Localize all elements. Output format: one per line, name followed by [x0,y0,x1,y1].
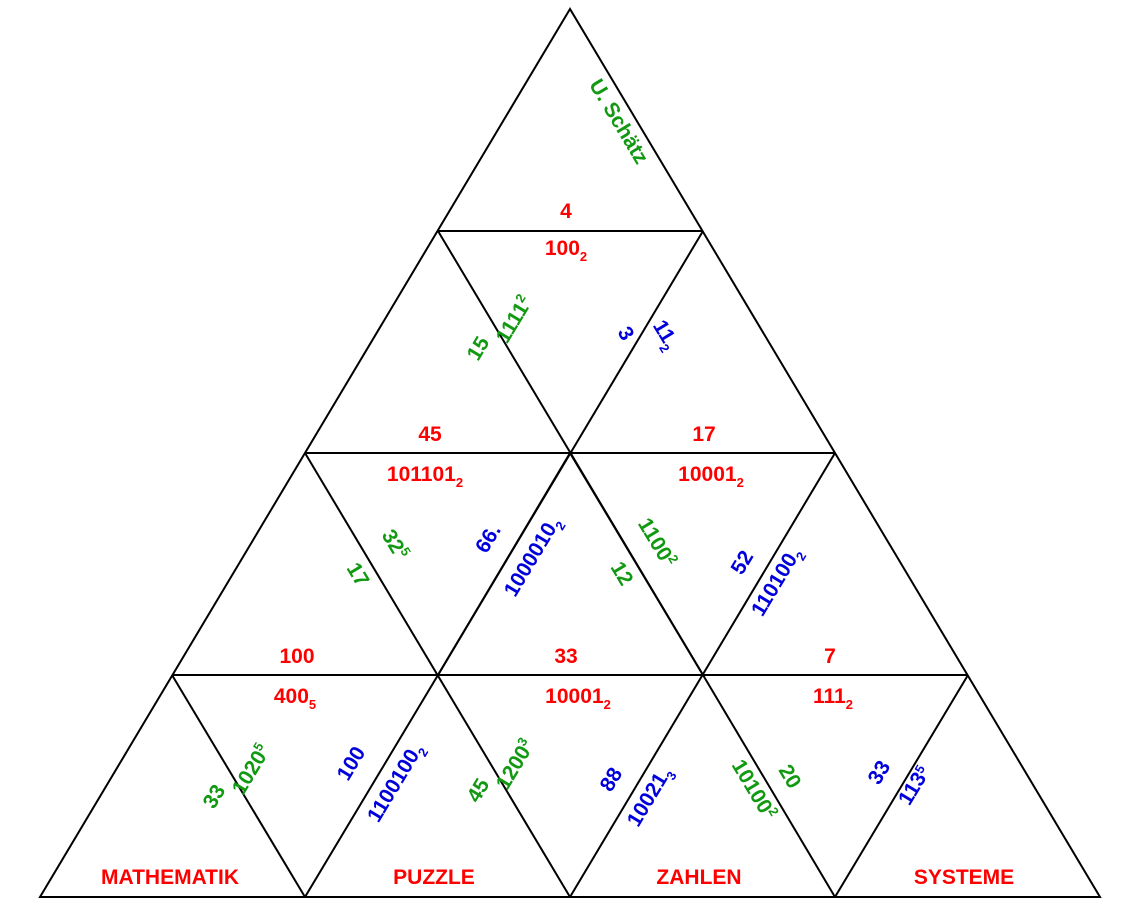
edge-label-h1-top: 4 [560,200,572,223]
bottom-label-mathematik: MATHEMATIK [101,866,239,889]
edge-label-e5-b: 11002 [633,513,682,571]
edge-label-e6-b: 1101002 [747,543,809,622]
edge-label-e3-a: 17 [342,559,374,591]
edge-label-e2-b: 112 [645,316,683,355]
edge-label-e10-b: 100213 [623,763,680,833]
grid-line-l5 [304,674,439,898]
edge-label-e12-a: 33 [864,757,896,789]
bottom-label-systeme: SYSTEME [914,866,1014,889]
edge-label-h1-bottom: 1002 [545,237,587,264]
edge-label-e11-b: 101002 [727,755,782,824]
edge-label-e9-b: 12003 [490,735,539,794]
edge-label-e8-a: 100 [333,743,371,785]
edge-label-e4-a: 66. [471,520,506,557]
edge-label-e11-a: 20 [774,761,806,793]
grid-line-r4 [569,452,704,676]
edge-label-h2-left-bottom: 1011012 [387,463,463,490]
grid-line-r3 [171,674,306,898]
edge-label-h3-mid-top: 33 [554,645,577,668]
edge-label-h3-left-bottom: 4005 [274,685,316,712]
edge-label-h2-right-top: 17 [692,423,715,446]
edge-label-e3-b: 325 [377,525,414,564]
edge-label-e10-a: 88 [596,763,628,795]
bottom-label-puzzle: PUZZLE [393,866,475,889]
edge-label-e9-a: 45 [463,774,495,806]
bottom-label-zahlen: ZAHLEN [656,866,741,889]
puzzle-grid [38,7,1102,898]
edge-label-h3-mid-bottom: 100012 [545,685,611,712]
grid-line-l3 [834,674,969,898]
grid-line-l4 [437,452,571,676]
edge-label-e1-b: 11112 [490,291,537,347]
edge-label-e7-a: 33 [199,781,231,813]
edge-label-e6-a: 52 [727,547,759,579]
edge-label-e5-a: 12 [606,558,638,590]
edge-label-e1-a: 15 [463,332,495,364]
grid-line-r5 [702,674,836,898]
edge-label-e2-a: 3 [613,323,639,345]
edge-label-e12-b: 1135 [894,762,935,809]
edge-label-e7-b: 10205 [226,740,275,799]
edge-label-h3-left-top: 100 [279,645,314,668]
edge-label-h2-left-top: 45 [418,423,442,446]
edge-label-h2-right-bottom: 100012 [678,463,744,490]
edge-label-e4-b: 10000102 [500,513,569,603]
edge-label-h3-right-bottom: 1112 [813,685,853,712]
edge-label-h3-right-top: 7 [824,645,836,668]
